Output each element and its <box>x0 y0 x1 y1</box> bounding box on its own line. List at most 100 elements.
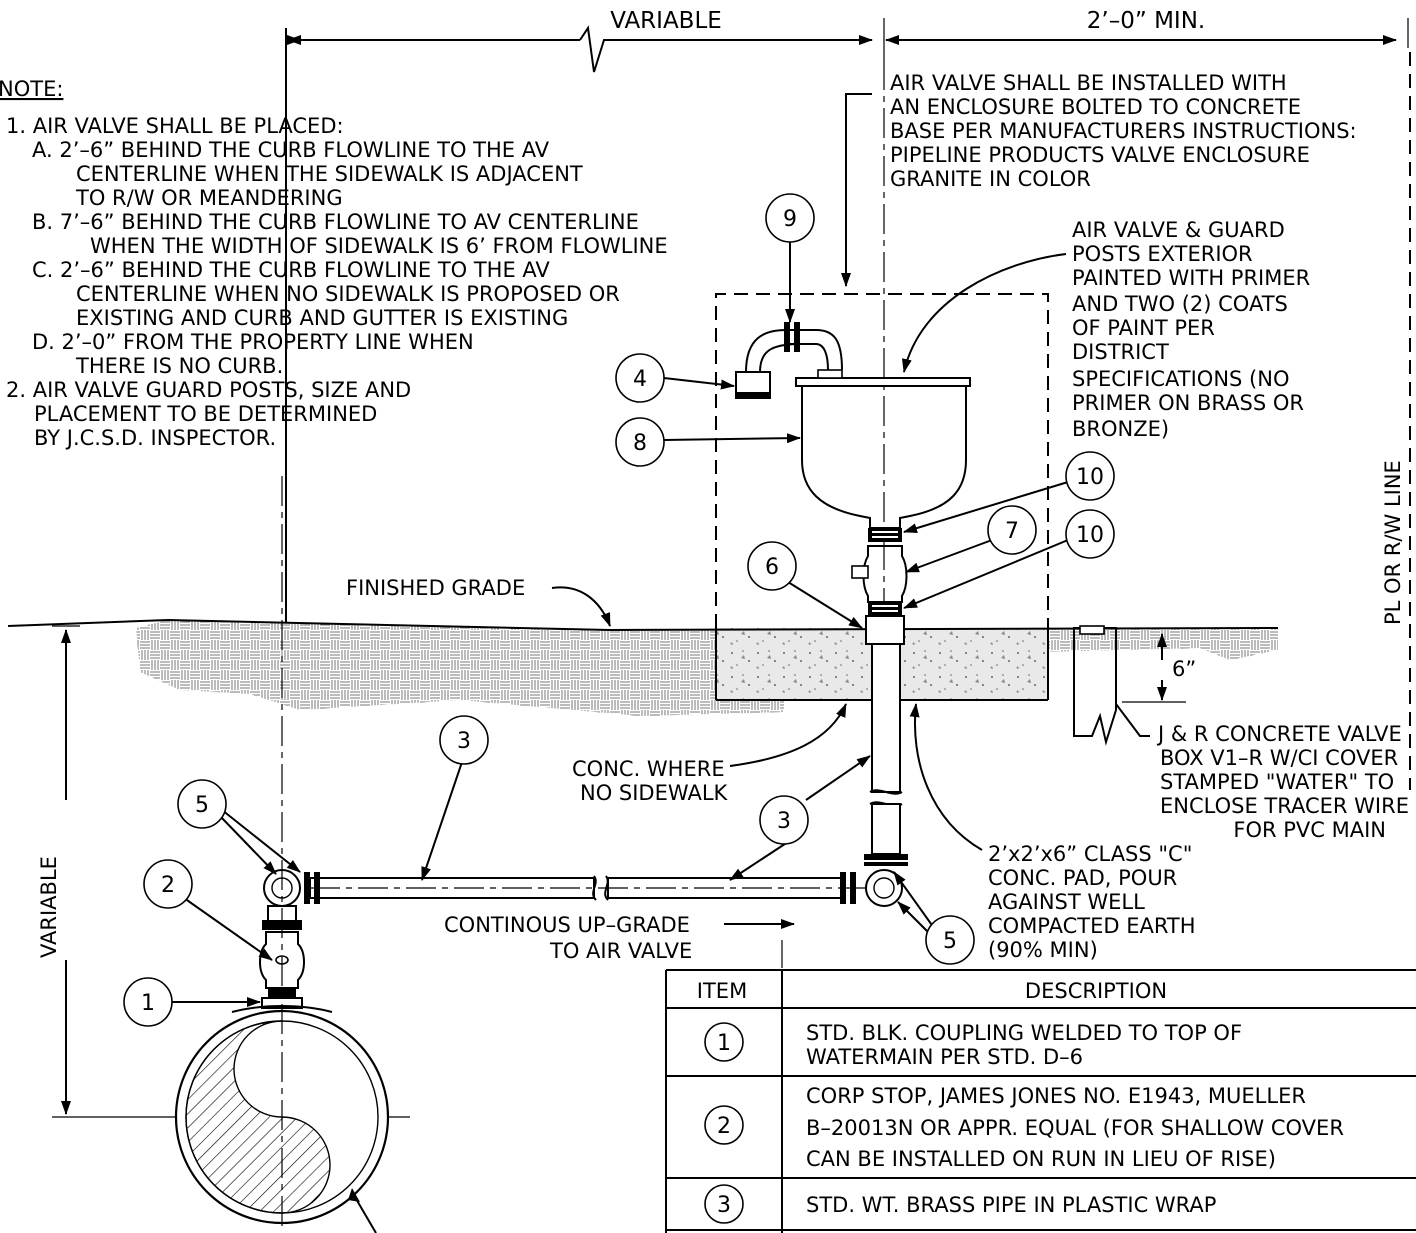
svg-text:1: 1 <box>141 991 155 1016</box>
upgrade-line: CONTINOUS UP–GRADE <box>444 913 690 937</box>
pad-line: AGAINST WELL <box>988 890 1145 914</box>
enclosure-line: AN ENCLOSURE BOLTED TO CONCRETE <box>890 95 1301 119</box>
svg-text:8: 8 <box>633 431 647 456</box>
table-row-description: WATERMAIN PER STD. D–6 <box>806 1045 1083 1069</box>
table-row-item: 3 <box>717 1193 731 1218</box>
conc-where-line: CONC. WHERE <box>572 757 725 781</box>
enclosure-callout: AIR VALVE SHALL BE INSTALLED WITH AN ENC… <box>841 71 1357 287</box>
bubble-5-left: 5 <box>177 779 227 829</box>
upgrade-callout: CONTINOUS UP–GRADE TO AIR VALVE <box>444 913 795 968</box>
bubble-10-lower: 10 <box>1065 509 1115 559</box>
table-row-description: CAN BE INSTALLED ON RUN IN LIEU OF RISE) <box>806 1147 1276 1171</box>
valve-box-line: J & R CONCRETE VALVE <box>1156 722 1402 746</box>
items-table: ITEM DESCRIPTION 1 STD. BLK. COUPLING WE… <box>665 969 1416 1233</box>
top-dim-min: 2’–0” MIN. <box>1087 8 1205 34</box>
bubble-7: 7 <box>987 505 1037 555</box>
bubble-5-right: 5 <box>925 915 975 965</box>
note-line: TO R/W OR MEANDERING <box>75 186 343 210</box>
table-row-item: 2 <box>717 1114 731 1139</box>
note-line: A. 2’–6” BEHIND THE CURB FLOWLINE TO THE… <box>32 138 550 162</box>
svg-text:7: 7 <box>1005 519 1019 544</box>
note-line: C. 2’–6” BEHIND THE CURB FLOWLINE TO THE… <box>32 258 550 282</box>
note-line: D. 2’–0” FROM THE PROPERTY LINE WHEN <box>32 330 474 354</box>
table-row: 3 STD. WT. BRASS PIPE IN PLASTIC WRAP <box>704 1184 1216 1224</box>
table-row-description: B–20013N OR APPR. EQUAL (FOR SHALLOW COV… <box>806 1116 1344 1140</box>
finished-grade-callout: FINISHED GRADE <box>346 576 611 627</box>
svg-text:5: 5 <box>195 793 209 818</box>
property-line: PL OR R/W LINE <box>1381 52 1411 790</box>
svg-text:9: 9 <box>783 207 797 232</box>
svg-text:4: 4 <box>633 367 647 392</box>
note-line: CENTERLINE WHEN THE SIDEWALK IS ADJACENT <box>76 162 583 186</box>
table-row: 1 STD. BLK. COUPLING WELDED TO TOP OF WA… <box>704 1021 1242 1069</box>
note-block: NOTE: 1. AIR VALVE SHALL BE PLACED: A. 2… <box>0 77 668 450</box>
conc-where-line: NO SIDEWALK <box>580 781 729 805</box>
pad-line: CONC. PAD, POUR <box>988 866 1177 890</box>
bubble-8: 8 <box>615 417 665 467</box>
valve-box-line: ENCLOSE TRACER WIRE <box>1160 794 1409 818</box>
enclosure-line: PIPELINE PRODUCTS VALVE ENCLOSURE <box>890 143 1310 167</box>
svg-text:3: 3 <box>457 729 471 754</box>
table-header-item: ITEM <box>697 979 747 1003</box>
table-row-description: STD. WT. BRASS PIPE IN PLASTIC WRAP <box>806 1193 1216 1217</box>
paint-line: AND TWO (2) COATS <box>1072 292 1288 316</box>
paint-line: PRIMER ON BRASS OR <box>1072 391 1304 415</box>
pad-callout: 2’x2’x6” CLASS "C" CONC. PAD, POUR AGAIN… <box>909 703 1196 962</box>
paint-line: AIR VALVE & GUARD <box>1072 218 1285 242</box>
svg-text:10: 10 <box>1076 465 1104 490</box>
table-row: 2 CORP STOP, JAMES JONES NO. E1943, MUEL… <box>704 1084 1344 1171</box>
bubble-3-left: 3 <box>439 715 489 765</box>
note-line: 1. AIR VALVE SHALL BE PLACED: <box>6 114 344 138</box>
bubble-9: 9 <box>765 193 815 243</box>
valve-box: 6” J & R CONCRETE VALVE BOX V1–R W/CI CO… <box>1073 625 1409 842</box>
watermain-section <box>174 476 390 1233</box>
horizontal-pipe <box>304 872 866 904</box>
note-line: PLACEMENT TO BE DETERMINED <box>34 402 377 426</box>
top-dim-variable: VARIABLE <box>610 8 722 34</box>
enclosure-line: AIR VALVE SHALL BE INSTALLED WITH <box>890 71 1287 95</box>
enclosure-line: BASE PER MANUFACTURERS INSTRUCTIONS: <box>890 119 1357 143</box>
svg-text:3: 3 <box>777 809 791 834</box>
note-line: CENTERLINE WHEN NO SIDEWALK IS PROPOSED … <box>76 282 620 306</box>
finished-grade-label: FINISHED GRADE <box>346 576 525 600</box>
six-inch-label: 6” <box>1172 657 1196 681</box>
bubble-4: 4 <box>615 353 665 403</box>
pad-line: (90% MIN) <box>988 938 1098 962</box>
bubble-1: 1 <box>123 977 173 1027</box>
svg-text:10: 10 <box>1076 523 1104 548</box>
item-bubbles: 9 4 8 10 7 10 6 3 3 5 5 2 <box>123 193 1115 1027</box>
table-row-description: CORP STOP, JAMES JONES NO. E1943, MUELLE… <box>806 1084 1306 1108</box>
air-valve-assembly <box>735 322 971 907</box>
upgrade-line: TO AIR VALVE <box>549 939 692 963</box>
paint-line: PAINTED WITH PRIMER <box>1072 266 1310 290</box>
note-line: B. 7’–6” BEHIND THE CURB FLOWLINE TO AV … <box>32 210 639 234</box>
paint-line: SPECIFICATIONS (NO <box>1072 367 1290 391</box>
bubble-6: 6 <box>747 541 797 591</box>
note-line: 2. AIR VALVE GUARD POSTS, SIZE AND <box>6 378 411 402</box>
pad-line: COMPACTED EARTH <box>988 914 1196 938</box>
bubble-2: 2 <box>143 859 193 909</box>
enclosure-line: GRANITE IN COLOR <box>890 167 1091 191</box>
svg-text:2: 2 <box>161 873 175 898</box>
paint-line: OF PAINT PER <box>1072 316 1215 340</box>
note-heading: NOTE: <box>0 77 63 101</box>
table-row-description: STD. BLK. COUPLING WELDED TO TOP OF <box>806 1021 1242 1045</box>
bubble-3-right: 3 <box>759 795 809 845</box>
table-row-item: 1 <box>717 1031 731 1056</box>
note-line: THERE IS NO CURB. <box>75 354 283 378</box>
property-line-label: PL OR R/W LINE <box>1381 460 1405 625</box>
left-dim-variable: VARIABLE <box>37 856 61 958</box>
paint-line: DISTRICT <box>1072 340 1169 364</box>
note-line: BY J.C.S.D. INSPECTOR. <box>34 426 276 450</box>
paint-line: POSTS EXTERIOR <box>1072 242 1253 266</box>
paint-line: BRONZE) <box>1072 417 1169 441</box>
note-line: EXISTING AND CURB AND GUTTER IS EXISTING <box>76 306 568 330</box>
pad-line: 2’x2’x6” CLASS "C" <box>988 842 1192 866</box>
valve-box-line: BOX V1–R W/CI COVER <box>1160 746 1398 770</box>
svg-text:5: 5 <box>943 929 957 954</box>
enclosure-outline <box>715 293 1049 628</box>
table-header-description: DESCRIPTION <box>1025 979 1167 1003</box>
note-line: WHEN THE WIDTH OF SIDEWALK IS 6’ FROM FL… <box>90 234 668 258</box>
top-dimension: VARIABLE 2’–0” MIN. <box>285 8 1409 640</box>
